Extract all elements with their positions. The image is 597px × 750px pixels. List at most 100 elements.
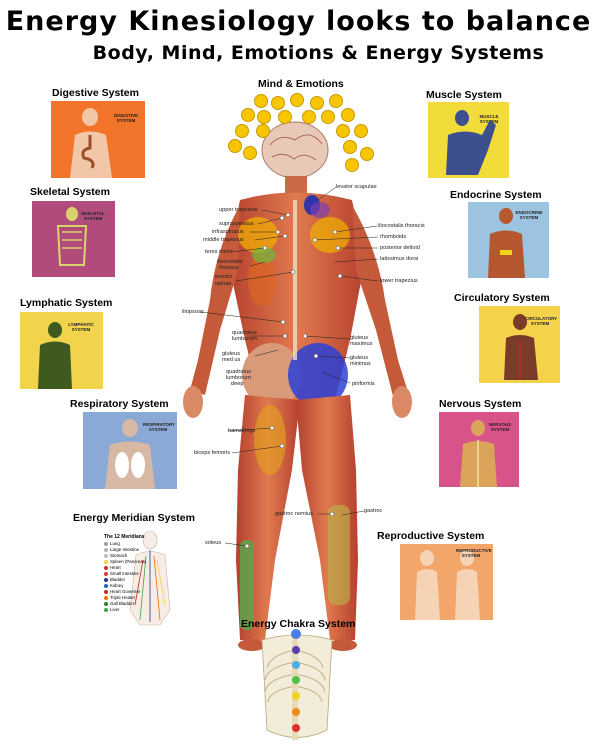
emoji-face-icon [341, 108, 355, 122]
meridian-color-swatch [104, 607, 108, 612]
label-reproductive-system: Reproductive System [377, 530, 485, 542]
meridian-legend-heading: The 12 Meridians [104, 534, 145, 540]
gastroc-highlight [328, 505, 350, 605]
left-glute [242, 343, 302, 407]
card-caption: SKELETAL SYSTEM [81, 211, 105, 221]
label-circulatory-system: Circulatory System [454, 292, 550, 304]
meridian-color-swatch [104, 541, 108, 546]
label-muscle-system: Muscle System [426, 89, 502, 101]
meridian-item: Kidney [104, 583, 146, 589]
meridian-item-label: Triple Heater [110, 595, 136, 600]
right-foot [329, 639, 357, 651]
label-hamstrings: hamstrings [228, 428, 256, 434]
emoji-face-icon [290, 93, 304, 107]
meridian-item: Heart [104, 565, 146, 571]
emoji-face-icon [302, 110, 316, 124]
card-caption: ENDOCRINE SYSTEM [515, 210, 543, 220]
card-endocrine: ENDOCRINE SYSTEM [468, 202, 549, 278]
meridian-item-label: Lung [110, 541, 120, 546]
card-art [20, 101, 560, 620]
label-meridian-system: Energy Meridian System [73, 512, 195, 524]
soleus-highlight [240, 540, 254, 630]
meridian-item: Stomach [104, 553, 146, 559]
shoulder-highlight-l [238, 217, 278, 253]
purple-patch [310, 202, 330, 218]
label-middle-trapezius: middle trapezius [203, 237, 244, 243]
label-quadratus: quadratus [232, 330, 257, 336]
label-posterior-deltoid: posterior deltoid [380, 245, 420, 251]
emoji-face-icon [257, 110, 271, 124]
label-gluteus-maximus-2: maximus [350, 341, 373, 347]
label-gastrocnemius-left: gastroc nemius [275, 511, 313, 517]
label-lymphatic-system: Lymphatic System [20, 297, 113, 309]
card-circulatory: CIRCULATORY SYSTEM [479, 306, 560, 383]
label-gastrocnemius-right: gastroc [364, 508, 383, 514]
chakra-figure [261, 629, 333, 740]
meridian-color-swatch [104, 565, 108, 570]
label-supraspinatus: supraspinatus [219, 221, 254, 227]
label-biceps-femoris: biceps femoris [194, 450, 231, 456]
green-patch [252, 247, 276, 263]
meridian-item: Heart Governor [104, 589, 146, 595]
label-infraspinatus: infraspinatus [212, 229, 244, 235]
card-caption: RESPIRATORY SYSTEM [143, 422, 175, 432]
meridian-item-label: Gall Bladder [110, 601, 135, 606]
card-caption: MUSCLE SYSTEM [479, 114, 499, 124]
page-title: Energy Kinesiology looks to balance [5, 6, 592, 37]
label-erector: erector [215, 274, 233, 280]
meridian-item-label: Bladder [110, 577, 126, 582]
emoji-face-icon [329, 94, 343, 108]
label-digestive-system: Digestive System [52, 87, 139, 99]
meridian-item: Large Intestine [104, 547, 146, 553]
emoji-face-icon [241, 108, 255, 122]
lat-highlight [248, 254, 276, 306]
left-hand [183, 386, 203, 418]
meridian-item: Spleen (Pancreas) [104, 559, 146, 565]
label-teres-minor: teres minor [205, 249, 233, 255]
emoji-face-icon [235, 124, 249, 138]
meridian-item: Gall Bladder [104, 601, 146, 607]
label-quadratus-lumborum-deep: quadratus [226, 369, 251, 375]
label-iliopsoas: iliopsoas [182, 309, 204, 315]
meridian-item-label: Liver [110, 607, 120, 612]
meridian-item-label: Large Intestine [110, 547, 140, 552]
left-arm [190, 205, 240, 395]
page-subtitle: Body, Mind, Emotions & Energy Systems [92, 42, 545, 64]
meridian-color-swatch [104, 547, 108, 552]
emoji-face-icon [243, 146, 257, 160]
brain-shape [261, 121, 329, 179]
card-caption: LYMPHATIC SYSTEM [68, 322, 94, 332]
meridian-color-swatch [104, 601, 108, 606]
label-endocrine-system: Endocrine System [450, 189, 542, 201]
emoji-face-icon [254, 94, 268, 108]
emoji-face-icon [343, 140, 357, 154]
emoji-face-icon [310, 96, 324, 110]
label-latissimus-dorsi: latissimus dorsi [380, 256, 419, 262]
card-caption: CIRCULATORY SYSTEM [525, 316, 558, 326]
emoji-face-icon [354, 124, 368, 138]
label-iliocostalis-thoracis-left-2: thoracis [219, 265, 239, 271]
meridian-item: Bladder [104, 577, 146, 583]
label-iliocostalis-thoracis-left: iliocostalis [217, 259, 243, 265]
meridian-color-swatch [104, 583, 108, 588]
label-gluteus-maximus: gluteus [350, 335, 369, 341]
label-iliocostalis-thoracis-right: iliocostalis thoracis [378, 223, 425, 229]
card-reproductive: REPRODUCTIVE SYSTEM [400, 544, 493, 620]
label-upper-trapezius: upper trapezius [219, 207, 258, 213]
brain-folds [269, 134, 323, 161]
emoji-face-icon [345, 158, 359, 172]
emoji-face-icon [321, 110, 335, 124]
card-caption: DIGESTIVE SYSTEM [113, 113, 138, 123]
label-soleus: soleus [205, 540, 222, 546]
card-caption: REPRODUCTIVE SYSTEM [456, 548, 492, 558]
label-chakra-system: Energy Chakra System [241, 618, 356, 630]
meridian-item: Small Intestine [104, 571, 146, 577]
hamstring-highlight [254, 405, 286, 475]
emoji-face-icon [271, 96, 285, 110]
label-gluteus-minimus-2: minimus [350, 361, 371, 367]
label-lumborum: lumborum [232, 336, 257, 342]
label-gluteus-minimus: gluteus [350, 355, 369, 361]
label-quadratus-lumborum-deep-2: lumborum [226, 375, 251, 381]
label-levator-scapulae: levator scapulae [336, 184, 377, 190]
meridian-color-swatch [104, 559, 108, 564]
